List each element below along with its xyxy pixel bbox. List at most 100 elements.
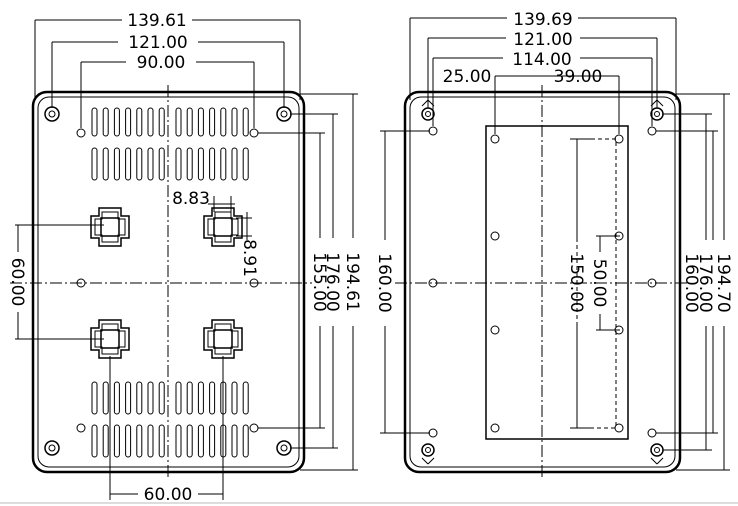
vent-slot xyxy=(125,147,132,181)
vent-slot xyxy=(158,147,165,181)
vent-slot xyxy=(186,381,193,415)
panel-hole xyxy=(490,134,500,144)
dim-foot-offset: 8.83 xyxy=(172,189,235,212)
vent-slot xyxy=(175,381,182,415)
vent-slot xyxy=(102,107,109,137)
dim-width-121: 121.00 xyxy=(427,30,658,108)
dim-label: 25.00 xyxy=(443,67,492,87)
vent-slot xyxy=(147,381,154,415)
mounting-hole xyxy=(76,278,86,288)
vent-slot xyxy=(186,107,193,137)
vent-slot xyxy=(242,424,249,458)
dim-height-155: 155.00 xyxy=(258,132,329,429)
dim-label: 160.00 xyxy=(374,253,394,312)
vent-slot xyxy=(197,381,204,415)
dim-label: 160.00 xyxy=(681,253,701,312)
dim-width-90: 90.00 xyxy=(80,53,255,128)
corner-screw xyxy=(650,443,664,465)
vent-slot xyxy=(113,424,120,458)
vent-slot xyxy=(209,147,216,181)
mounting-hole xyxy=(76,128,86,138)
vent-slot xyxy=(136,147,143,181)
rubber-feet xyxy=(90,207,243,359)
right-view: 139.69 121.00 114.00 25.00 39.00 xyxy=(374,10,733,480)
vent-slot xyxy=(197,424,204,458)
vent-slot xyxy=(102,147,109,181)
vent-slot xyxy=(91,381,98,415)
dim-height-176: 176.00 xyxy=(663,113,715,451)
dim-label: 60.00 xyxy=(144,485,193,505)
vent-slot xyxy=(242,107,249,137)
mounting-hole xyxy=(76,423,86,433)
dim-label: 8.91 xyxy=(239,239,259,277)
dim-foot-spacing-horizontal: 60.00 xyxy=(109,356,224,505)
vent-slot xyxy=(147,424,154,458)
corner-screw xyxy=(276,106,292,122)
vent-slot xyxy=(197,147,204,181)
vent-slot xyxy=(158,107,165,137)
foot xyxy=(203,319,243,359)
vent-slot xyxy=(102,424,109,458)
panel-hole xyxy=(490,325,500,335)
dim-offset-25: 25.00 xyxy=(443,67,542,134)
vent-slot xyxy=(209,107,216,137)
dim-label: 50.00 xyxy=(589,259,609,308)
dim-label: 8.83 xyxy=(172,189,210,209)
vent-slot xyxy=(125,381,132,415)
vent-slot xyxy=(147,107,154,137)
dim-width-114: 114.00 xyxy=(432,50,653,126)
vent-slot xyxy=(113,381,120,415)
vent-slot xyxy=(136,424,143,458)
dim-label: 90.00 xyxy=(137,53,186,73)
dim-label: 121.00 xyxy=(128,33,187,53)
vent-slot xyxy=(136,107,143,137)
vent-slot xyxy=(186,147,193,181)
vent-slot xyxy=(175,147,182,181)
dim-overall-width: 139.61 xyxy=(34,11,301,100)
panel-hole xyxy=(614,134,624,144)
dim-label: 121.00 xyxy=(513,30,572,50)
left-view: 139.61 121.00 90.00 8.83 xyxy=(7,11,362,505)
vent-slot xyxy=(242,147,249,181)
dim-overall-height: 194.70 xyxy=(676,93,733,471)
mounting-hole xyxy=(647,126,657,136)
vent-slot xyxy=(231,381,238,415)
vent-slot xyxy=(242,381,249,415)
vent-slot xyxy=(147,147,154,181)
vent-slot xyxy=(136,381,143,415)
panel-recess xyxy=(485,125,629,440)
vent-slot xyxy=(175,424,182,458)
mounting-hole xyxy=(647,278,657,288)
mounting-hole xyxy=(428,126,438,136)
mounting-hole xyxy=(249,423,259,433)
vent-slot xyxy=(102,381,109,415)
vent-slot xyxy=(91,107,98,137)
dim-height-150: 150.00 xyxy=(566,138,592,429)
vent-slot xyxy=(231,424,238,458)
foot xyxy=(203,207,243,247)
vent-slot xyxy=(158,381,165,415)
vent-slot xyxy=(197,107,204,137)
panel-hole xyxy=(614,423,624,433)
vent-slot xyxy=(186,424,193,458)
dim-label: 139.61 xyxy=(127,11,186,31)
vent-slot xyxy=(113,107,120,137)
dim-label: 155.00 xyxy=(309,252,329,311)
mounting-hole xyxy=(428,278,438,288)
dim-label: 114.00 xyxy=(512,50,571,70)
dim-height-160-left: 160.00 xyxy=(374,130,430,434)
vent-slot xyxy=(209,381,216,415)
vent-slot xyxy=(175,107,182,137)
vent-slot xyxy=(125,107,132,137)
dim-offset-39: 39.00 xyxy=(542,67,620,134)
dim-label: 194.70 xyxy=(713,253,733,312)
corner-screw xyxy=(421,99,435,121)
corner-screw xyxy=(44,440,60,456)
dim-overall-height: 194.61 xyxy=(300,93,362,471)
vent-slot xyxy=(220,147,227,181)
panel-window xyxy=(576,138,617,429)
mounting-hole xyxy=(647,428,657,438)
dim-label: 176.00 xyxy=(322,252,342,311)
dim-label: 139.69 xyxy=(513,10,572,30)
